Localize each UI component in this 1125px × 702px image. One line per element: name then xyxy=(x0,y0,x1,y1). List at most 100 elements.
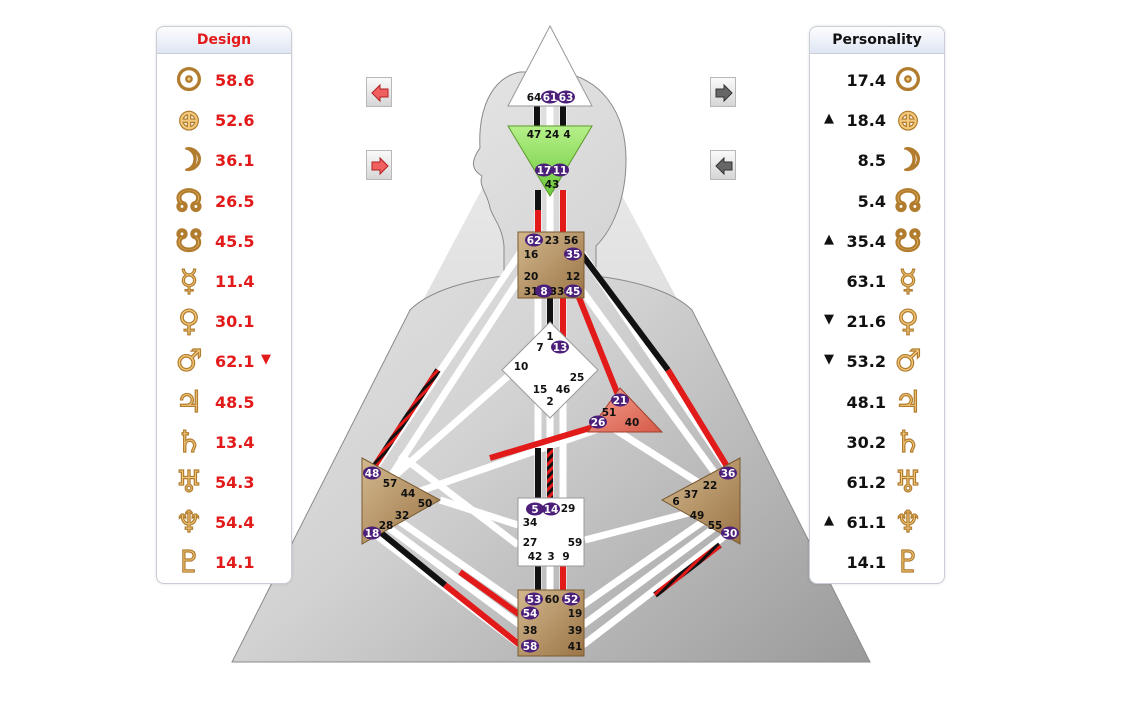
gate-g-3: 10 xyxy=(514,361,529,373)
defined-gate-marker xyxy=(551,340,569,354)
north-node-icon: ☊ xyxy=(894,183,922,219)
defined-gate-marker xyxy=(542,502,560,516)
mars-icon: ♂ xyxy=(894,344,922,380)
gate-spleen-2: 44 xyxy=(401,488,416,500)
personality-value: 14.1 xyxy=(846,553,886,573)
defined-gate-marker xyxy=(551,163,569,177)
design-row-venus: ♀30.1 xyxy=(157,302,291,342)
up-arrow-icon: ▲ xyxy=(824,513,834,529)
design-row-pluto: ♇14.1 xyxy=(157,543,291,583)
design-value: 13.4 xyxy=(215,432,255,452)
gate-sacral-3: 34 xyxy=(523,517,538,529)
gate-throat-1: 23 xyxy=(545,235,560,247)
defined-gate-marker xyxy=(525,592,543,606)
down-arrow-icon: ▼ xyxy=(261,352,271,368)
personality-value: 5.4 xyxy=(857,191,886,211)
uranus-icon: ♅ xyxy=(894,465,922,500)
gray-left-arrow-icon xyxy=(715,156,733,176)
head-center xyxy=(507,24,593,107)
gate-g-5: 15 xyxy=(533,384,548,396)
gate-ajna-2: 4 xyxy=(563,129,570,141)
gate-solar_plexus-6: 30 xyxy=(723,528,738,540)
personality-row-jupiter: ♃48.1 xyxy=(810,383,944,423)
personality-row-north-node: ☊ 5.4 xyxy=(810,182,944,222)
gate-throat-2: 56 xyxy=(564,235,579,247)
gate-spleen-5: 28 xyxy=(379,520,394,532)
gate-head-0: 64 xyxy=(527,92,542,104)
personality-next-button[interactable] xyxy=(710,77,736,107)
defined-gate-marker xyxy=(562,592,580,606)
saturn-icon: ♄ xyxy=(894,424,922,460)
venus-icon: ♀ xyxy=(177,304,200,340)
design-next-button[interactable] xyxy=(366,150,392,180)
gate-sacral-5: 59 xyxy=(568,537,583,549)
gate-ajna-3: 17 xyxy=(537,165,552,177)
defined-gate-marker xyxy=(719,466,737,480)
gate-sacral-8: 9 xyxy=(562,551,569,563)
spleen-center xyxy=(361,457,442,545)
gate-root-8: 41 xyxy=(568,641,583,653)
personality-prev-button[interactable] xyxy=(710,150,736,180)
gate-spleen-4: 32 xyxy=(395,510,410,522)
gate-solar_plexus-3: 37 xyxy=(684,489,699,501)
mars-icon: ♂ xyxy=(175,344,203,380)
defined-gate-marker xyxy=(535,284,553,298)
personality-value: 61.2 xyxy=(846,473,886,492)
gate-sacral-1: 14 xyxy=(544,504,559,516)
gate-ajna-4: 11 xyxy=(553,165,568,177)
design-prev-button[interactable] xyxy=(366,77,392,107)
defined-gate-marker xyxy=(535,163,553,177)
design-row-uranus: ♅54.3 xyxy=(157,463,291,503)
defined-gate-marker xyxy=(526,502,544,516)
north-node-icon: ☊ xyxy=(175,183,203,219)
personality-value: 48.1 xyxy=(846,392,886,412)
defined-gate-marker xyxy=(525,233,543,247)
design-value: 14.1 xyxy=(215,553,255,573)
gate-ego-3: 40 xyxy=(625,417,640,429)
personality-value: 18.4 xyxy=(846,111,886,131)
design-value: 11.4 xyxy=(215,272,255,291)
red-right-arrow-icon xyxy=(371,156,389,176)
gate-ego-2: 26 xyxy=(591,417,606,429)
moon-icon: ☽ xyxy=(175,143,203,179)
gate-sacral-6: 42 xyxy=(528,551,543,563)
gate-solar_plexus-0: 36 xyxy=(721,468,736,480)
personality-panel: Personality ☉17.4⊕18.4▲☽8.5☊5.4☋35.4▲☿63… xyxy=(809,26,945,584)
defined-gate-marker xyxy=(521,639,539,653)
gate-spleen-6: 18 xyxy=(365,528,380,540)
gate-solar_plexus-1: 22 xyxy=(703,480,718,492)
gate-root-7: 58 xyxy=(523,641,538,653)
pluto-icon: ♇ xyxy=(894,545,922,581)
gate-solar_plexus-4: 49 xyxy=(690,510,705,522)
gate-spleen-1: 57 xyxy=(383,478,398,490)
gate-root-5: 38 xyxy=(523,625,538,637)
personality-value: 61.1 xyxy=(846,513,886,533)
ajna-center xyxy=(507,125,593,197)
personality-row-sun: ☉17.4 xyxy=(810,61,944,101)
gate-g-7: 2 xyxy=(546,396,553,408)
down-arrow-icon: ▼ xyxy=(824,352,834,368)
gate-root-1: 60 xyxy=(545,594,560,606)
personality-value: 30.2 xyxy=(846,432,886,452)
defined-gate-marker xyxy=(564,247,582,261)
g-center xyxy=(501,321,599,419)
gate-head-1: 61 xyxy=(543,92,558,104)
design-row-sun: ☉58.6 xyxy=(157,61,291,101)
gate-throat-10: 45 xyxy=(566,286,581,298)
personality-value: 21.6 xyxy=(846,312,886,332)
design-value: 52.6 xyxy=(215,111,255,131)
gate-ajna-0: 47 xyxy=(527,129,542,141)
personality-value: 17.4 xyxy=(846,71,886,90)
design-value: 54.3 xyxy=(215,473,255,492)
saturn-icon: ♄ xyxy=(175,424,203,460)
defined-gate-marker xyxy=(564,284,582,298)
red-left-arrow-icon xyxy=(371,83,389,103)
gate-sacral-4: 27 xyxy=(523,537,538,549)
design-value: 45.5 xyxy=(215,231,255,251)
neptune-icon: ♆ xyxy=(175,505,203,541)
personality-value: 8.5 xyxy=(857,151,886,171)
personality-value: 35.4 xyxy=(846,231,886,251)
gate-ego-0: 21 xyxy=(613,395,628,407)
design-row-mars: ♂62.1▼ xyxy=(157,342,291,382)
